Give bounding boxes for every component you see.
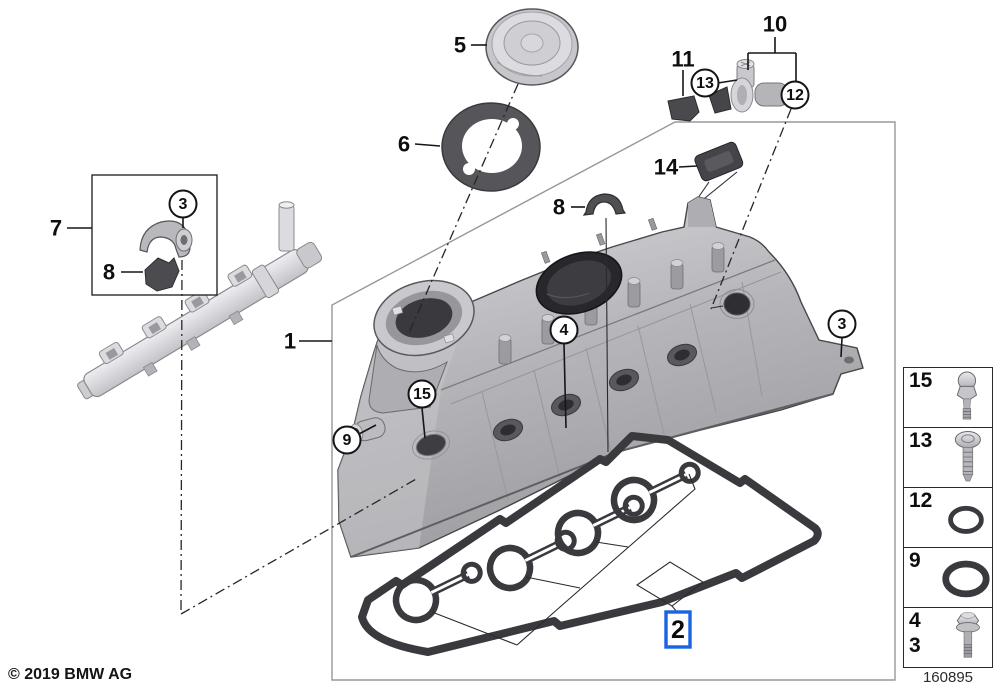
callout-10[interactable]: 10 xyxy=(763,12,787,37)
legend-label: 12 xyxy=(909,489,933,512)
flange-bolt-icon xyxy=(955,611,980,658)
callout-3-right[interactable]: 3 xyxy=(827,309,857,339)
leader-lines xyxy=(67,37,843,439)
legend-row-15[interactable]: 15 xyxy=(904,368,992,428)
legend-table: 15 13 12 9 4 3 xyxy=(903,367,993,668)
svg-text:11: 11 xyxy=(671,47,694,72)
rail-mount-detail-box xyxy=(91,174,218,296)
legend-label: 3 xyxy=(909,634,921,657)
legend-label: 9 xyxy=(909,549,921,572)
legend-row-9[interactable]: 9 xyxy=(904,548,992,608)
ball-stud-seat xyxy=(411,430,451,460)
large-o-ring-icon xyxy=(942,560,990,598)
small-o-ring-icon xyxy=(948,505,984,534)
cylinder-head-cover xyxy=(337,196,864,558)
rubber-grommet xyxy=(694,141,744,182)
legend-label: 15 xyxy=(909,369,933,392)
diagram-frame xyxy=(331,121,896,681)
plug-hole-gasket xyxy=(392,561,483,624)
legend-row-12[interactable]: 12 xyxy=(904,488,992,548)
gasket-set xyxy=(358,432,822,656)
copyright-notice: © 2019 BMW AG xyxy=(8,666,133,683)
svg-text:8: 8 xyxy=(103,260,115,285)
assembly-axis-lines xyxy=(180,83,792,615)
svg-text:2: 2 xyxy=(671,616,685,644)
oil-filler-cap xyxy=(485,8,579,86)
pan-head-screw-icon xyxy=(954,431,981,482)
legend-label: 13 xyxy=(909,429,933,452)
callout-13[interactable]: 13 xyxy=(690,68,720,98)
svg-text:8: 8 xyxy=(553,195,565,220)
callout-8-left[interactable]: 8 xyxy=(103,260,115,285)
svg-text:3: 3 xyxy=(179,196,188,213)
oil-filler-neck xyxy=(373,279,475,357)
rail-stub-pipe xyxy=(278,204,295,252)
rail-clamp xyxy=(139,220,191,258)
svg-text:1: 1 xyxy=(284,329,296,354)
sensor-bore xyxy=(719,289,755,319)
svg-text:13: 13 xyxy=(696,75,714,92)
profile-gasket xyxy=(358,432,822,656)
callout-15[interactable]: 15 xyxy=(407,379,437,409)
svg-text:6: 6 xyxy=(398,132,410,157)
legend-label: 4 xyxy=(909,609,921,632)
callout-5[interactable]: 5 xyxy=(454,33,466,58)
callout-12[interactable]: 12 xyxy=(780,80,810,110)
callout-6[interactable]: 6 xyxy=(398,132,410,157)
svg-text:5: 5 xyxy=(454,33,466,58)
svg-text:10: 10 xyxy=(763,12,787,37)
svg-text:7: 7 xyxy=(50,216,62,241)
callout-2-selected[interactable]: 2 xyxy=(664,610,692,649)
ball-stud-icon xyxy=(956,371,978,420)
svg-text:4: 4 xyxy=(560,322,569,339)
callout-3-box[interactable]: 3 xyxy=(168,189,198,219)
vent-membrane xyxy=(535,251,623,315)
callout-11[interactable]: 11 xyxy=(671,47,694,72)
half-moon-seal xyxy=(582,193,627,216)
camshaft-sensor xyxy=(708,59,789,114)
callout-14[interactable]: 14 xyxy=(654,155,679,180)
cable-holder xyxy=(667,95,700,122)
gasket-group-lines xyxy=(431,473,704,646)
legend-row-13[interactable]: 13 xyxy=(904,428,992,488)
plug-hole-gasket xyxy=(486,529,577,592)
diagram-number: 160895 xyxy=(922,669,974,686)
legend-row-4-3[interactable]: 4 3 xyxy=(904,608,992,667)
fuel-rail xyxy=(77,201,323,400)
callout-9[interactable]: 9 xyxy=(332,425,362,455)
svg-text:14: 14 xyxy=(654,155,679,180)
plug-hole-gasket xyxy=(554,494,645,557)
svg-text:3: 3 xyxy=(838,316,847,333)
svg-text:12: 12 xyxy=(786,87,804,104)
callout-1[interactable]: 1 xyxy=(284,329,296,354)
rubber-insert xyxy=(144,257,180,292)
svg-text:15: 15 xyxy=(413,386,431,403)
callout-4[interactable]: 4 xyxy=(549,315,579,345)
plug-hole-gasket xyxy=(610,461,701,524)
callout-7[interactable]: 7 xyxy=(50,216,62,241)
svg-text:9: 9 xyxy=(343,432,352,449)
spark-plug-wells xyxy=(492,343,698,442)
callout-8-top[interactable]: 8 xyxy=(553,195,565,220)
